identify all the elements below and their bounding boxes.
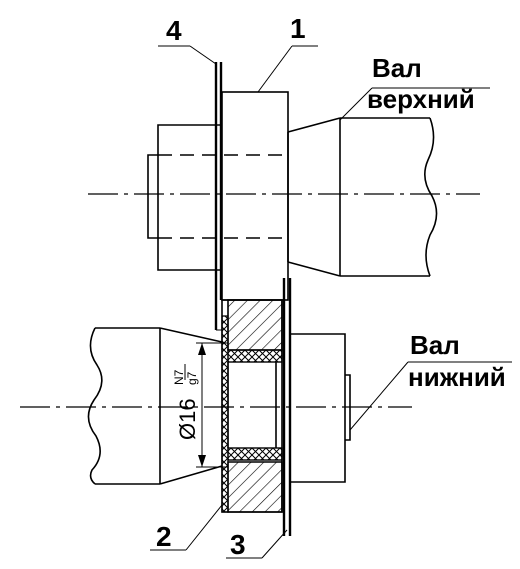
lower-shaft-label-1: Вал <box>410 330 460 360</box>
callout-1-number: 1 <box>290 13 306 44</box>
spacer-part3 <box>221 278 292 536</box>
callout-2: 2 <box>150 504 223 552</box>
callout-1: 1 <box>257 13 318 93</box>
upper-hub <box>147 124 288 271</box>
callout-upper-shaft: Вал верхний <box>339 53 490 121</box>
diameter-label: Ø16 <box>175 398 200 440</box>
upper-shaft <box>287 117 438 277</box>
lower-hub <box>290 333 351 483</box>
callout-4-number: 4 <box>166 15 182 46</box>
bore-dimension: Ø16 N7 g7 <box>172 342 228 468</box>
upper-shaft-label-1: Вал <box>372 53 422 83</box>
callout-3: 3 <box>226 529 288 560</box>
lower-shaft-label-2: нижний <box>408 362 506 392</box>
callout-lower-shaft: Вал нижний <box>349 330 512 431</box>
fit-lower-label: g7 <box>185 371 199 385</box>
callout-4: 4 <box>158 15 217 65</box>
knife-part4 <box>214 62 223 331</box>
upper-roller-part1 <box>221 91 289 301</box>
lower-roller-part2 <box>221 299 283 513</box>
callout-2-number: 2 <box>156 521 172 552</box>
fit-upper-label: N7 <box>172 369 186 385</box>
lower-shaft <box>87 327 223 485</box>
callout-3-number: 3 <box>230 529 246 560</box>
upper-shaft-label-2: верхний <box>367 84 475 114</box>
